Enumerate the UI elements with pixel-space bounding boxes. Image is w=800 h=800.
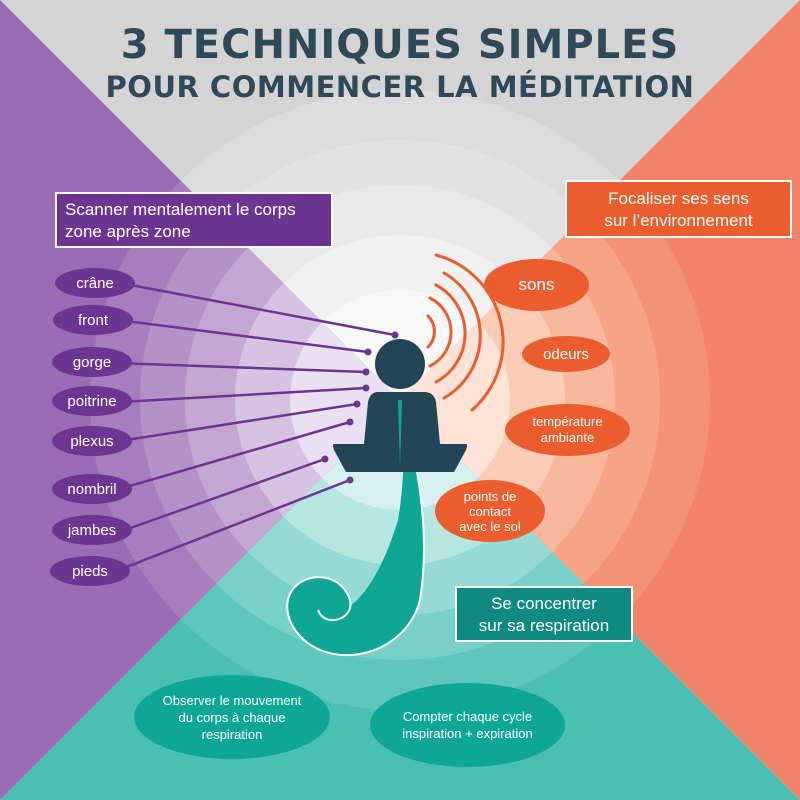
breath-spiral-icon <box>286 409 425 657</box>
meditating-figure-icon <box>333 339 467 472</box>
breathing-heading: Se concentrer sur sa respiration <box>455 586 633 642</box>
sense-sounds: sons <box>484 259 589 311</box>
body-part-label: gorge <box>52 347 132 377</box>
body-connector-lines <box>115 281 396 573</box>
body-connector-dots <box>321 331 399 484</box>
page-title: 3 TECHNIQUES SIMPLES <box>120 22 680 68</box>
sense-temperature: température ambiante <box>505 404 630 456</box>
body-part-label: nombril <box>52 474 132 504</box>
body-part-label: crâne <box>55 268 135 298</box>
body-part-label: jambes <box>52 515 132 545</box>
body-part-label: poitrine <box>52 386 132 416</box>
breathing-tip: Observer le mouvement du corps à chaque … <box>134 675 330 759</box>
breathing-tip: Compter chaque cycle inspiration + expir… <box>370 683 565 767</box>
body-part-label: front <box>53 305 133 335</box>
sense-smells: odeurs <box>522 336 610 372</box>
sound-waves-icon <box>426 253 505 412</box>
figure-torso-gap <box>398 400 402 468</box>
body-part-label: plexus <box>52 426 132 456</box>
body-part-label: pieds <box>50 556 130 586</box>
senses-heading: Focaliser ses sens sur l’environnement <box>565 180 792 238</box>
sense-ground-contact: points de contact avec le sol <box>435 480 545 542</box>
page-subtitle: POUR COMMENCER LA MÉDITATION <box>105 70 695 104</box>
body-scan-heading: Scanner mentalement le corps zone après … <box>55 192 333 248</box>
